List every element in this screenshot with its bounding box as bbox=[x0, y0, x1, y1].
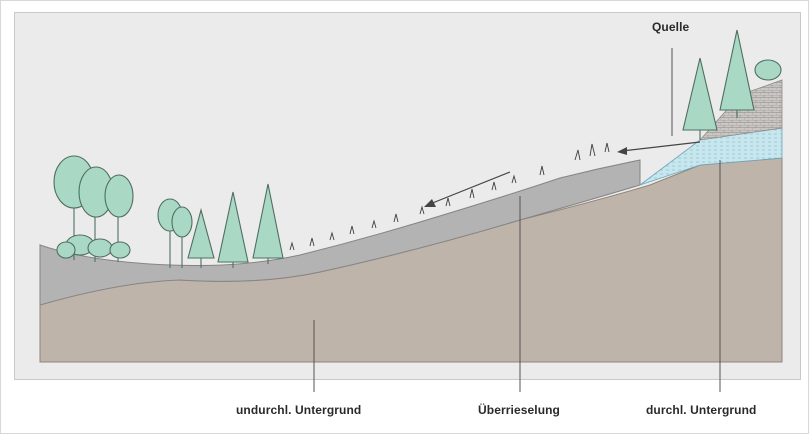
permeable-water-layer bbox=[639, 127, 783, 186]
flow-arrow-lower bbox=[429, 171, 511, 205]
conifer-group-middle bbox=[187, 183, 284, 268]
flow-arrow-upper bbox=[621, 141, 701, 152]
label-undurchl-untergrund: undurchl. Untergrund bbox=[236, 403, 362, 417]
deciduous-tree-group-left bbox=[53, 155, 134, 262]
label-quelle: Quelle bbox=[652, 20, 690, 34]
bedrock-layer bbox=[39, 157, 783, 363]
conifer-group-spring bbox=[682, 29, 782, 140]
deciduous-tree-group-middle bbox=[157, 198, 193, 268]
flow-arrowhead-lower bbox=[424, 199, 436, 207]
label-ueberrieselung: Überrieselung bbox=[478, 403, 560, 417]
label-durchl-untergrund: durchl. Untergrund bbox=[646, 403, 757, 417]
flow-arrowhead-upper bbox=[617, 147, 627, 155]
soil-layer bbox=[39, 159, 641, 306]
